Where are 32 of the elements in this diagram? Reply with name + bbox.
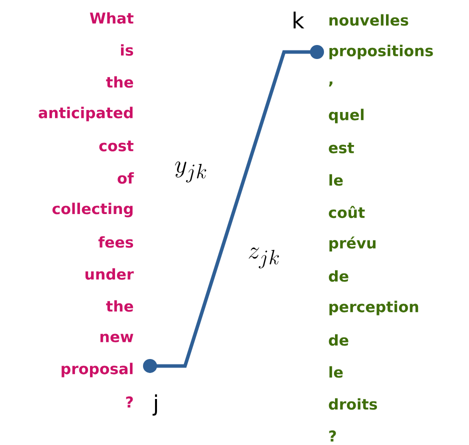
source-word: new [100, 334, 134, 342]
target-word: prévu [329, 236, 376, 252]
target-word: de [328, 334, 348, 346]
source-word: fees [98, 236, 134, 248]
target-word: , [329, 82, 332, 86]
target-word: propositions [329, 44, 433, 60]
target-word: ? [329, 430, 336, 442]
source-word: the [106, 76, 134, 88]
source-word: cost [99, 140, 134, 152]
source-word: is [121, 44, 134, 56]
target-word: le [329, 174, 343, 186]
target-word: quel [328, 108, 364, 124]
source-word: proposal [62, 362, 133, 378]
source-word: What [90, 12, 134, 24]
source-word: anticipated [38, 106, 133, 122]
variable-label: $y_{jk}$ [175, 161, 206, 182]
source-word: the [106, 300, 134, 312]
target-word: nouvelles [329, 14, 408, 26]
source-word: under [86, 268, 134, 280]
source-word: ? [126, 396, 133, 408]
index-letter: k [294, 12, 304, 28]
index-letter: j [152, 394, 157, 416]
alignment-line [143, 45, 324, 373]
variable-label: $z_{jk}$ [248, 247, 279, 268]
source-word: of [118, 172, 134, 184]
source-word: collecting [52, 202, 133, 218]
target-word: le [329, 366, 343, 378]
target-word: coût [328, 206, 365, 218]
target-word: de [328, 270, 348, 282]
target-word: perception [329, 300, 418, 316]
target-word: est [328, 142, 354, 154]
target-word: droits [328, 398, 377, 410]
